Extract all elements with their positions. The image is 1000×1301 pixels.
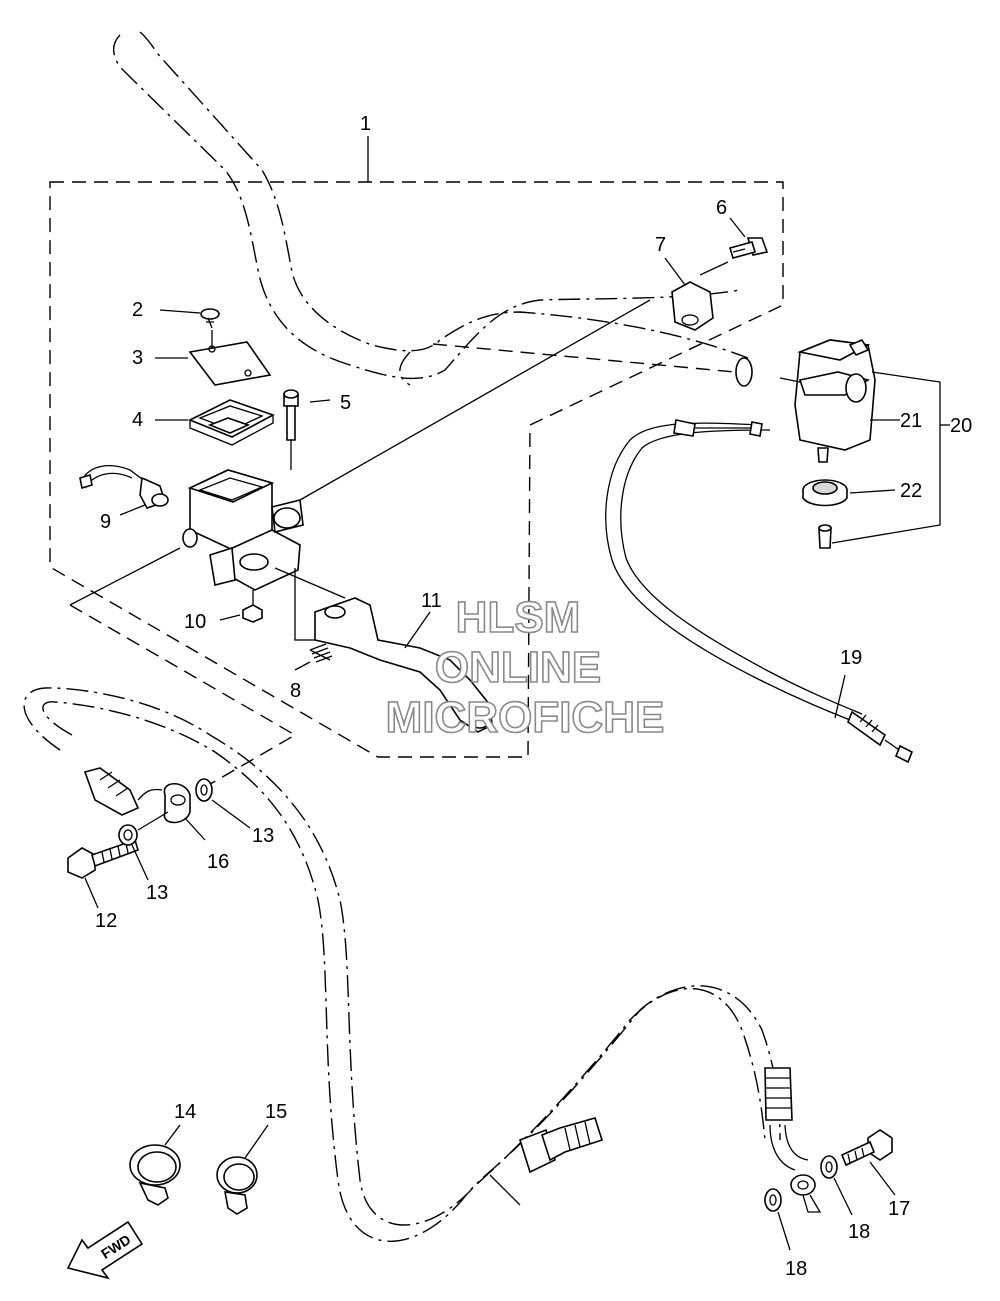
callout-1: 1 xyxy=(360,113,371,135)
bolt-12 xyxy=(67,838,139,909)
hose-banjo-upper xyxy=(69,547,297,824)
callouts: 1 2 3 4 5 6 7 8 9 10 11 12 13 13 14 15 1… xyxy=(95,113,972,1280)
callout-11: 11 xyxy=(421,590,442,612)
brake-hose xyxy=(23,687,822,1242)
clamp-14 xyxy=(129,1124,181,1206)
master-cylinder xyxy=(187,299,651,599)
handlebar-switch-20 xyxy=(779,338,950,549)
spring-8 xyxy=(294,568,333,671)
callout-2: 2 xyxy=(132,299,143,321)
washers-18 xyxy=(764,1155,853,1251)
callout-20: 20 xyxy=(950,415,972,437)
diaphragm-4 xyxy=(155,399,275,446)
callout-18-lower: 18 xyxy=(785,1258,807,1280)
callout-14: 14 xyxy=(174,1101,196,1123)
callout-15: 15 xyxy=(265,1101,287,1123)
callout-22: 22 xyxy=(900,480,922,502)
reservoir-cap-3 xyxy=(155,341,272,386)
watermark-line-2: ONLINE xyxy=(435,643,601,692)
callout-9: 9 xyxy=(100,511,111,533)
callout-4: 4 xyxy=(132,409,143,431)
callout-7: 7 xyxy=(655,234,666,256)
callout-13-left: 13 xyxy=(146,882,168,904)
washer-small xyxy=(182,528,198,548)
cable-19 xyxy=(605,419,914,764)
callout-18-upper: 18 xyxy=(848,1221,870,1243)
watermark-line-3: MICROFICHE xyxy=(386,693,665,742)
callout-3: 3 xyxy=(132,347,143,369)
bolt-5 xyxy=(283,389,331,470)
screw-2 xyxy=(159,308,220,350)
callout-16: 16 xyxy=(207,851,229,873)
callout-10: 10 xyxy=(184,611,206,633)
lever-11 xyxy=(314,597,493,733)
callout-21: 21 xyxy=(900,410,922,432)
washers-13 xyxy=(118,778,251,881)
watermark-line-1: HLSM xyxy=(456,593,581,642)
callout-8: 8 xyxy=(290,680,301,702)
assembly-boundary xyxy=(49,136,784,758)
bolt-17 xyxy=(840,1129,896,1196)
switch-9 xyxy=(79,465,169,516)
clamp-15 xyxy=(216,1124,269,1215)
callout-6: 6 xyxy=(716,197,727,219)
leader-16 xyxy=(184,817,206,841)
handlebar xyxy=(113,31,753,387)
callout-12: 12 xyxy=(95,910,117,932)
fwd-arrow: FWD xyxy=(66,1220,144,1280)
nut-10 xyxy=(219,590,263,623)
callout-17: 17 xyxy=(888,1198,910,1220)
watermark: HLSM ONLINE MICROFICHE xyxy=(385,592,665,743)
holder-7 xyxy=(664,257,714,331)
bolt-6 xyxy=(699,217,769,276)
callout-5: 5 xyxy=(340,392,351,414)
callout-13-right: 13 xyxy=(252,825,274,847)
callout-19: 19 xyxy=(840,647,862,669)
